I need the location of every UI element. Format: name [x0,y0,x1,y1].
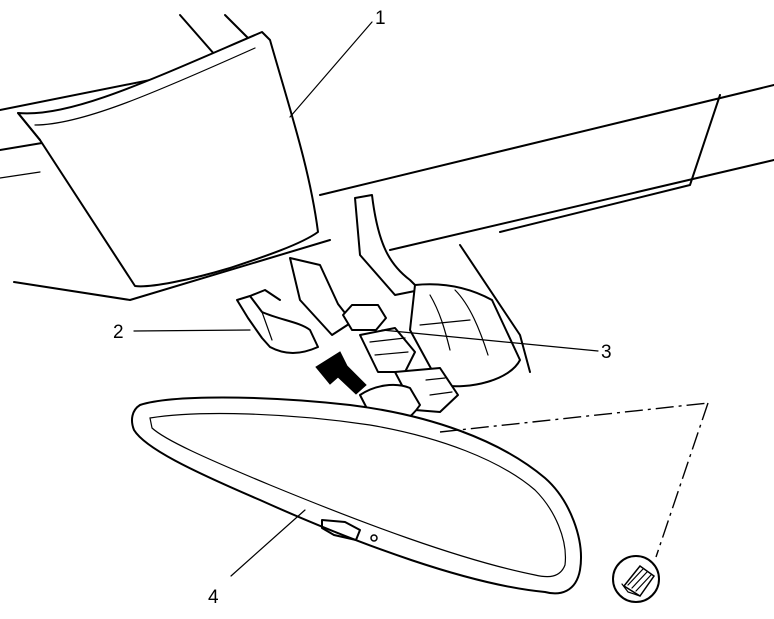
callout-1: 1 [375,8,386,29]
mirror-cover [17,31,319,288]
retaining-clip [236,289,319,354]
grease-reference-line [439,402,709,558]
callout-3: 3 [601,342,612,363]
mirror-base [289,194,531,388]
grease-apply-icon [612,555,660,603]
callout-4: 4 [208,587,219,608]
leader-lines [133,21,599,577]
install-direction-arrow [315,351,367,395]
callout-2: 2 [113,322,124,343]
rear-view-mirror [131,396,582,595]
connector [342,304,416,373]
